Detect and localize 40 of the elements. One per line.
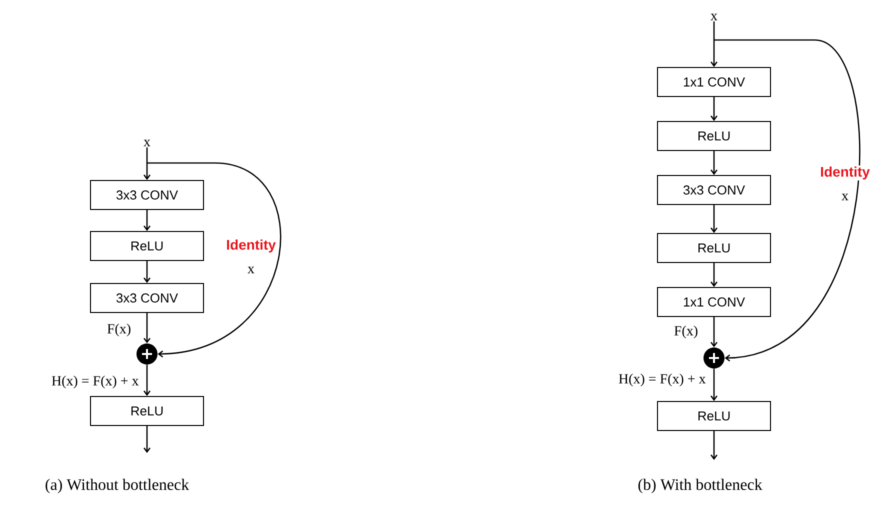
output-arrow <box>710 431 718 460</box>
arrow <box>143 364 151 396</box>
layer-box: 3x3 CONV <box>90 180 204 210</box>
arrow <box>143 261 151 283</box>
layer-box: ReLU <box>90 396 204 426</box>
edge-label: F(x) <box>672 324 700 340</box>
arrow <box>710 97 718 121</box>
arrow <box>710 21 718 67</box>
layer-box: ReLU <box>657 233 771 263</box>
edge-label: H(x) = F(x) + x <box>50 374 140 390</box>
layer-box: ReLU <box>657 121 771 151</box>
x-label: x <box>842 194 848 200</box>
arrow <box>710 263 718 287</box>
addition-circle <box>136 344 158 364</box>
skip-connection-arrow <box>714 39 860 362</box>
edge-label: F(x) <box>106 322 132 338</box>
arrow <box>710 205 718 233</box>
input-label: x <box>144 140 150 146</box>
arrow <box>143 313 151 344</box>
x-label: x <box>248 266 254 274</box>
arrow <box>710 317 718 348</box>
layer-box: 3x3 CONV <box>657 175 771 205</box>
layer-box: 3x3 CONV <box>90 283 204 313</box>
layer-box: ReLU <box>90 231 204 261</box>
subfigure-caption: (b) With bottleneck <box>638 478 762 494</box>
edge-label: H(x) = F(x) + x <box>617 372 707 388</box>
output-arrow <box>143 426 151 453</box>
identity-label: Identity <box>819 165 871 181</box>
layer-box: ReLU <box>657 401 771 431</box>
arrow <box>143 210 151 231</box>
arrow <box>710 368 718 401</box>
arrow <box>710 151 718 175</box>
subfigure-caption: (a) Without bottleneck <box>46 478 190 494</box>
skip-connection-arrow <box>147 162 282 358</box>
layer-box: 1x1 CONV <box>657 287 771 317</box>
layer-box: 1x1 CONV <box>657 67 771 97</box>
arrow <box>143 147 151 180</box>
identity-label: Identity <box>225 238 277 254</box>
addition-circle <box>704 348 724 368</box>
input-label: x <box>710 14 718 20</box>
